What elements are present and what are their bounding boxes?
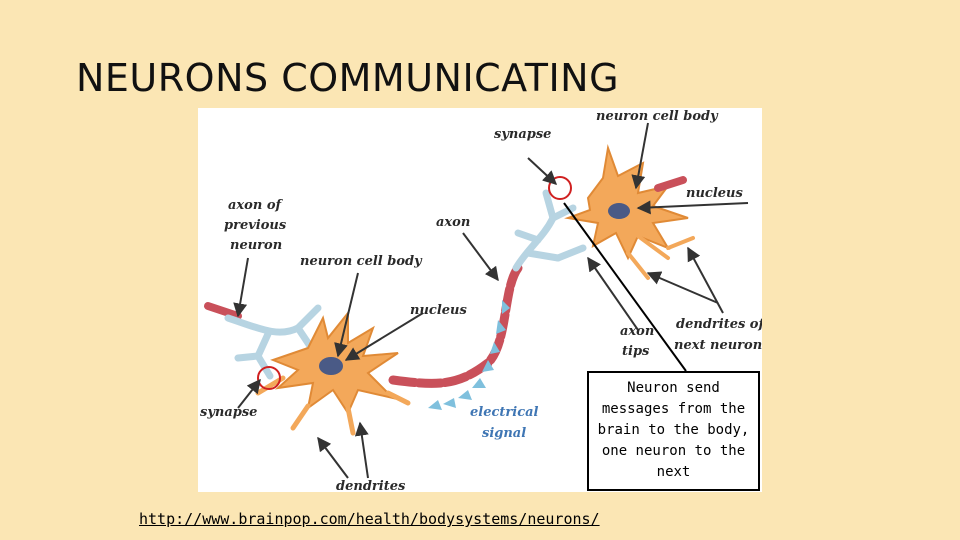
neuron-diagram: synapse neuron cell body nucleus axon of… [198,108,762,492]
label-dendrites-bottom: dendrites [336,479,406,492]
callout-leader-line [563,202,687,372]
axon-tips [512,189,587,272]
right-dendrites [626,234,695,280]
left-nucleus [319,357,343,375]
label-neuron-cell-body-top: neuron cell body [596,109,719,124]
source-link[interactable]: http://www.brainpop.com/health/bodysyste… [139,510,600,528]
slide-title: NEURONS COMMUNICATING [76,56,620,100]
label-nucleus-mid: nucleus [410,303,467,318]
label-next-neuron: next neuron [674,338,762,353]
label-neuron: neuron [230,238,282,253]
pointer-arrows [233,122,749,479]
right-cell-body [564,144,689,261]
label-tips: tips [622,344,650,359]
synapse-circle-top [548,176,572,200]
label-axon-mid: axon [436,215,470,230]
label-nucleus-right: nucleus [686,186,743,201]
previous-axon [204,302,242,320]
label-previous: previous [224,218,287,233]
neuron-diagram-svg: synapse neuron cell body nucleus axon of… [200,109,762,492]
label-electrical: electrical [470,405,539,420]
right-neuron-axon [654,176,687,192]
label-signal: signal [482,426,526,441]
label-synapse-top: synapse [494,127,551,142]
label-axon: axon [620,324,654,339]
electrical-signal-arrow [428,300,510,410]
label-neuron-cell-body-mid: neuron cell body [300,254,423,269]
previous-axon-terminals [224,304,322,380]
label-synapse-left: synapse [200,405,257,420]
label-dendrites-of: dendrites of [676,317,762,332]
label-axon-of: axon of [228,198,283,213]
synapse-circle-left [257,366,281,390]
callout-box: Neuron send messages from the brain to t… [587,371,760,491]
right-nucleus [608,203,630,219]
